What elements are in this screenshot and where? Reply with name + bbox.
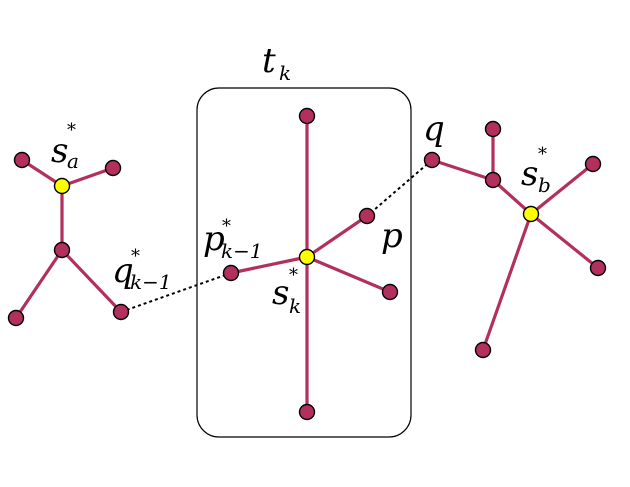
label-q-k-1: q * k−1 bbox=[112, 246, 172, 294]
dotted-link-qk-pk bbox=[120, 272, 232, 313]
leaf-node bbox=[589, 259, 607, 277]
label-superscript: * bbox=[67, 120, 76, 141]
edge bbox=[430, 158, 495, 182]
leaf-node bbox=[474, 341, 492, 359]
edge bbox=[229, 255, 309, 275]
label-subscript: k−1 bbox=[221, 239, 263, 263]
node-p-k-1 bbox=[222, 264, 240, 282]
leaf-node bbox=[298, 107, 316, 125]
center-tree-edges bbox=[229, 114, 392, 414]
label-p-k-1: p * k−1 bbox=[203, 216, 263, 263]
label-main: s bbox=[51, 131, 68, 171]
edge bbox=[481, 212, 533, 352]
label-subscript: k−1 bbox=[130, 270, 172, 294]
center-node-s-a bbox=[53, 177, 71, 195]
label-subscript: a bbox=[67, 149, 79, 173]
leaf-node bbox=[584, 155, 602, 173]
right-tree-edges bbox=[430, 127, 600, 352]
left-tree-nodes bbox=[7, 151, 130, 327]
cluster-box-tk bbox=[196, 87, 412, 438]
leaf-node bbox=[381, 283, 399, 301]
center-node-s-k bbox=[298, 248, 316, 266]
inner-node bbox=[53, 241, 71, 259]
edge bbox=[305, 255, 392, 294]
label-s-k: s * k bbox=[272, 265, 301, 318]
label-main: q bbox=[423, 109, 445, 149]
leaf-node bbox=[104, 159, 122, 177]
right-tree-nodes bbox=[423, 120, 607, 359]
edge bbox=[14, 248, 64, 320]
edge bbox=[305, 214, 369, 259]
node-q-k-1 bbox=[112, 303, 130, 321]
node-p bbox=[358, 207, 376, 225]
inner-node bbox=[484, 171, 502, 189]
node-q bbox=[423, 151, 441, 169]
edge bbox=[60, 248, 123, 314]
label-main: q bbox=[112, 251, 134, 291]
center-node-s-b bbox=[522, 205, 540, 223]
label-superscript: * bbox=[131, 246, 140, 267]
label-s-a: s * a bbox=[51, 120, 79, 173]
label-t-k: t k bbox=[262, 41, 291, 85]
label-superscript: * bbox=[222, 216, 231, 237]
label-main: s bbox=[272, 273, 289, 313]
leaf-node bbox=[484, 120, 502, 138]
leaf-node bbox=[7, 309, 25, 327]
label-p: p bbox=[381, 216, 403, 256]
label-subscript: k bbox=[279, 61, 291, 85]
label-superscript: * bbox=[289, 265, 298, 286]
dotted-link-q-p bbox=[366, 159, 433, 217]
edge bbox=[60, 166, 115, 188]
edge bbox=[529, 162, 595, 216]
edge bbox=[491, 178, 533, 216]
label-main: p bbox=[203, 219, 225, 259]
label-subscript: k bbox=[289, 294, 301, 318]
leaf-node bbox=[298, 403, 316, 421]
label-superscript: * bbox=[538, 144, 547, 165]
label-subscript: b bbox=[538, 173, 551, 197]
edge bbox=[529, 212, 600, 270]
leaf-node bbox=[13, 151, 31, 169]
label-main: p bbox=[381, 216, 403, 256]
center-tree-nodes bbox=[222, 107, 399, 421]
label-q: q bbox=[423, 109, 445, 149]
label-s-b: s * b bbox=[521, 144, 551, 197]
label-main: t bbox=[262, 41, 276, 81]
label-main: s bbox=[521, 154, 538, 194]
